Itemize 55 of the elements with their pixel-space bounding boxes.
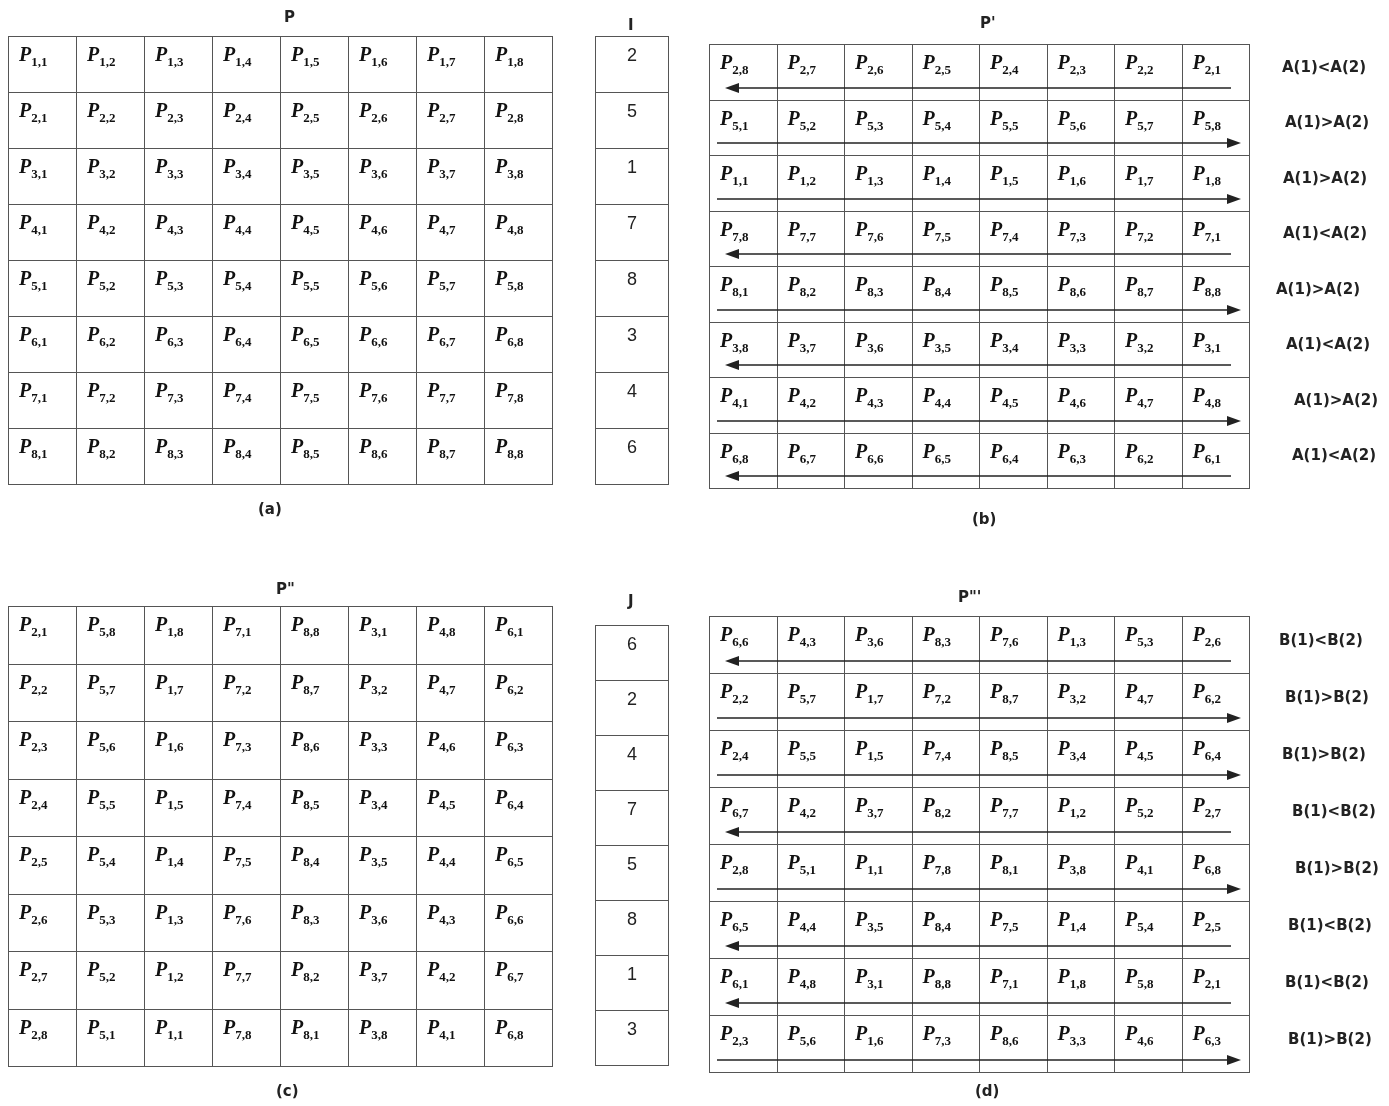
index-value: 1 — [595, 955, 669, 1011]
condition-label: A(1)<A(2) — [1292, 446, 1377, 465]
condition-label: B(1)>B(2) — [1295, 858, 1379, 877]
condition-label: A(1)<A(2) — [1282, 57, 1367, 76]
condition-label: B(1)>B(2) — [1285, 687, 1369, 706]
matrix-title: P' — [980, 14, 996, 32]
index-value: 8 — [595, 260, 669, 317]
condition-label: A(1)>A(2) — [1283, 168, 1368, 187]
matrix-title: P" — [276, 580, 295, 598]
panel-caption: (a) — [258, 500, 282, 518]
matrix-cell: P$_{6,3}$ — [1181, 1015, 1250, 1073]
condition-label: B(1)>B(2) — [1282, 744, 1366, 763]
matrix-cell: P$_{6,1}$ — [1181, 432, 1250, 489]
panel-caption: (d) — [975, 1082, 1000, 1100]
index-value: 2 — [595, 680, 669, 736]
matrix-cell: P$_{2,1}$ — [8, 606, 77, 665]
condition-label: B(1)<B(2) — [1279, 630, 1363, 649]
index-value: 3 — [595, 1010, 669, 1066]
matrix-cell: P$_{2,8}$ — [8, 1008, 77, 1067]
condition-label: A(1)<A(2) — [1286, 335, 1371, 354]
matrix-cell: P$_{2,6}$ — [1181, 616, 1250, 674]
matrix-title: P — [284, 8, 295, 26]
condition-label: B(1)<B(2) — [1292, 801, 1376, 820]
index-value: 5 — [595, 845, 669, 901]
condition-label: B(1)<B(2) — [1288, 915, 1372, 934]
index-value: 6 — [595, 625, 669, 681]
index-value: 7 — [595, 790, 669, 846]
index-value: 1 — [595, 148, 669, 205]
matrix-cell: P$_{6,1}$ — [484, 606, 553, 665]
matrix-cell: P$_{8,1}$ — [8, 428, 77, 485]
condition-label: A(1)>A(2) — [1294, 390, 1379, 409]
matrix-cell: P$_{1,8}$ — [484, 36, 553, 93]
index-value: 8 — [595, 900, 669, 956]
matrix-title: P"' — [958, 588, 982, 606]
matrix-cell: P$_{2,3}$ — [709, 1015, 778, 1073]
index-value: 5 — [595, 92, 669, 149]
panel-caption: (c) — [276, 1082, 299, 1100]
matrix-cell: P$_{2,1}$ — [1181, 44, 1250, 101]
condition-label: B(1)<B(2) — [1285, 972, 1369, 991]
column-title: J — [628, 592, 634, 610]
matrix-cell: P$_{8,8}$ — [484, 428, 553, 485]
condition-label: A(1)>A(2) — [1285, 113, 1370, 132]
condition-label: B(1)>B(2) — [1288, 1029, 1372, 1048]
column-title: I — [628, 16, 634, 34]
panel-caption: (b) — [972, 510, 997, 528]
condition-label: A(1)>A(2) — [1276, 279, 1361, 298]
matrix-cell: P$_{1,1}$ — [8, 36, 77, 93]
matrix-cell: P$_{6,8}$ — [484, 1008, 553, 1067]
index-value: 4 — [595, 372, 669, 429]
index-value: 7 — [595, 204, 669, 261]
index-value: 6 — [595, 428, 669, 485]
condition-label: A(1)<A(2) — [1283, 224, 1368, 243]
index-value: 3 — [595, 316, 669, 373]
index-value: 2 — [595, 36, 669, 93]
index-value: 4 — [595, 735, 669, 791]
